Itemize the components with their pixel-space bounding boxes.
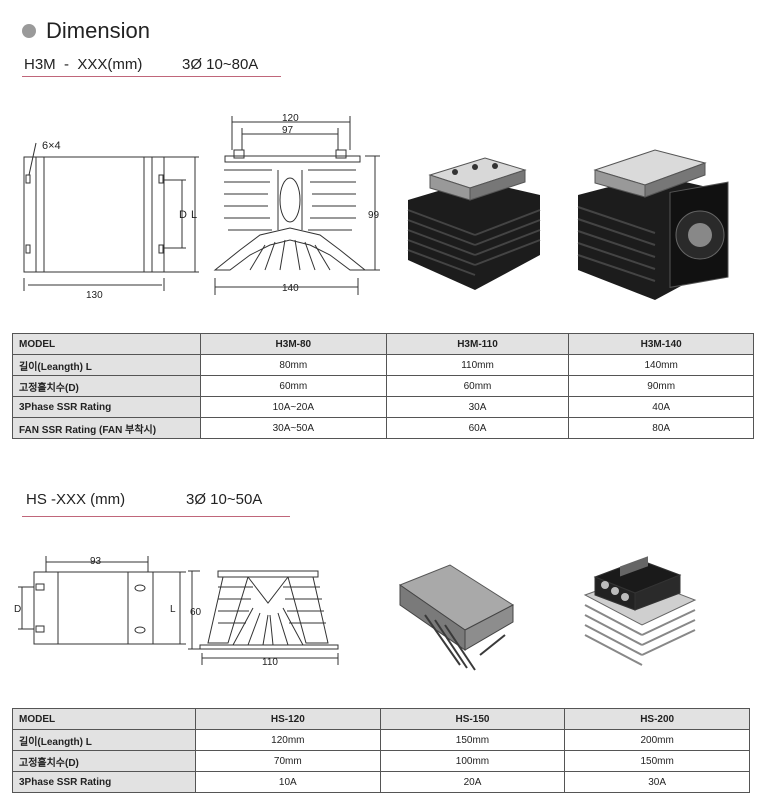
row-label: 고정홀치수(D) <box>12 750 196 772</box>
table-cell: 30A~50A <box>200 417 387 439</box>
height-60-label: 60 <box>190 607 202 618</box>
table-cell: 30A <box>564 771 750 793</box>
h3m-title-underline <box>22 76 281 77</box>
hs-heatsink-photo <box>398 564 515 671</box>
width-97-label: 97 <box>282 125 294 136</box>
width-130-label: 130 <box>86 290 103 300</box>
table-header-cell: HS-120 <box>195 708 381 730</box>
table-header-cell: MODEL <box>12 333 201 355</box>
bullet-icon <box>22 24 36 38</box>
hs-model-line: HS -XXX (mm) <box>26 491 126 508</box>
table-cell: 40A <box>568 396 754 418</box>
table-cell: 10A <box>195 771 381 793</box>
h3m-front-view-drawing: 6×4 D L 130 <box>23 140 199 300</box>
table-cell: 60mm <box>200 375 387 397</box>
hs-title-underline <box>22 516 290 517</box>
table-row: 3Phase SSR Rating 10A~20A 30A 40A <box>12 396 754 418</box>
table-header-cell: H3M-110 <box>385 333 570 355</box>
d-label: D <box>179 209 187 221</box>
table-header-row: MODEL H3M-80 H3M-110 H3M-140 <box>12 333 754 355</box>
holes-label: 6×4 <box>42 140 61 152</box>
table-cell: 150mm <box>564 750 750 772</box>
table-header-cell: HS-150 <box>379 708 566 730</box>
table-cell: 60mm <box>385 375 570 397</box>
h3m-side-view-drawing: 120 97 99 140 <box>213 113 380 295</box>
l-label: L <box>191 209 197 221</box>
row-label: 길이(Leangth) L <box>12 354 201 376</box>
table-row: 고정홀치수(D) 70mm 100mm 150mm <box>12 750 750 772</box>
table-cell: 20A <box>379 771 566 793</box>
width-110-label: 110 <box>262 657 278 668</box>
table-cell: 200mm <box>564 729 750 751</box>
row-label: 3Phase SSR Rating <box>12 396 201 418</box>
table-cell: 10A~20A <box>200 396 387 418</box>
table-cell: 80A <box>568 417 754 439</box>
width-120-label: 120 <box>282 113 299 124</box>
row-label: 길이(Leangth) L <box>12 729 196 751</box>
hs-d-label: D <box>14 604 21 615</box>
hs-ssr-heatsink-photo <box>583 556 697 666</box>
table-cell: 140mm <box>568 354 754 376</box>
width-140-label: 140 <box>282 283 299 294</box>
hs-l-label: L <box>170 604 176 615</box>
section-heading: Dimension <box>22 18 150 44</box>
table-header-cell: H3M-80 <box>200 333 387 355</box>
h3m-fan-heatsink-photo <box>577 149 729 300</box>
table-row: 길이(Leangth) L 120mm 150mm 200mm <box>12 729 750 751</box>
h3m-heatsink-photo <box>407 157 541 290</box>
row-label: 3Phase SSR Rating <box>12 771 196 793</box>
h3m-phase-line: 3Ø 10~80A <box>182 56 259 73</box>
hs-front-view-drawing: 93 D L <box>14 556 186 645</box>
table-cell: 150mm <box>379 729 566 751</box>
page-title: Dimension <box>46 18 150 43</box>
row-label: 고정홀치수(D) <box>12 375 201 397</box>
table-cell: 90mm <box>568 375 754 397</box>
width-93-label: 93 <box>90 556 102 567</box>
table-cell: 60A <box>385 417 570 439</box>
table-row: FAN SSR Rating (FAN 부착시) 30A~50A 60A 80A <box>12 417 754 439</box>
table-header-cell: MODEL <box>12 708 196 730</box>
table-header-cell: HS-200 <box>564 708 750 730</box>
table-row: 3Phase SSR Rating 10A 20A 30A <box>12 771 750 793</box>
table-row: 길이(Leangth) L 80mm 110mm 140mm <box>12 354 754 376</box>
hs-side-view-drawing: 60 110 <box>188 570 339 668</box>
height-99-label: 99 <box>368 210 380 221</box>
table-row: 고정홀치수(D) 60mm 60mm 90mm <box>12 375 754 397</box>
hs-phase-line: 3Ø 10~50A <box>186 491 263 508</box>
h3m-spec-table: MODEL H3M-80 H3M-110 H3M-140 길이(Leangth)… <box>12 333 754 439</box>
table-cell: 80mm <box>200 354 387 376</box>
hs-spec-table: MODEL HS-120 HS-150 HS-200 길이(Leangth) L… <box>12 708 750 793</box>
table-header-cell: H3M-140 <box>568 333 754 355</box>
row-label: FAN SSR Rating (FAN 부착시) <box>12 417 201 439</box>
h3m-model-line: H3M - XXX(mm) <box>24 56 143 73</box>
table-cell: 30A <box>385 396 570 418</box>
table-cell: 70mm <box>195 750 381 772</box>
table-cell: 100mm <box>379 750 566 772</box>
table-cell: 110mm <box>385 354 570 376</box>
table-cell: 120mm <box>195 729 381 751</box>
table-header-row: MODEL HS-120 HS-150 HS-200 <box>12 708 750 730</box>
